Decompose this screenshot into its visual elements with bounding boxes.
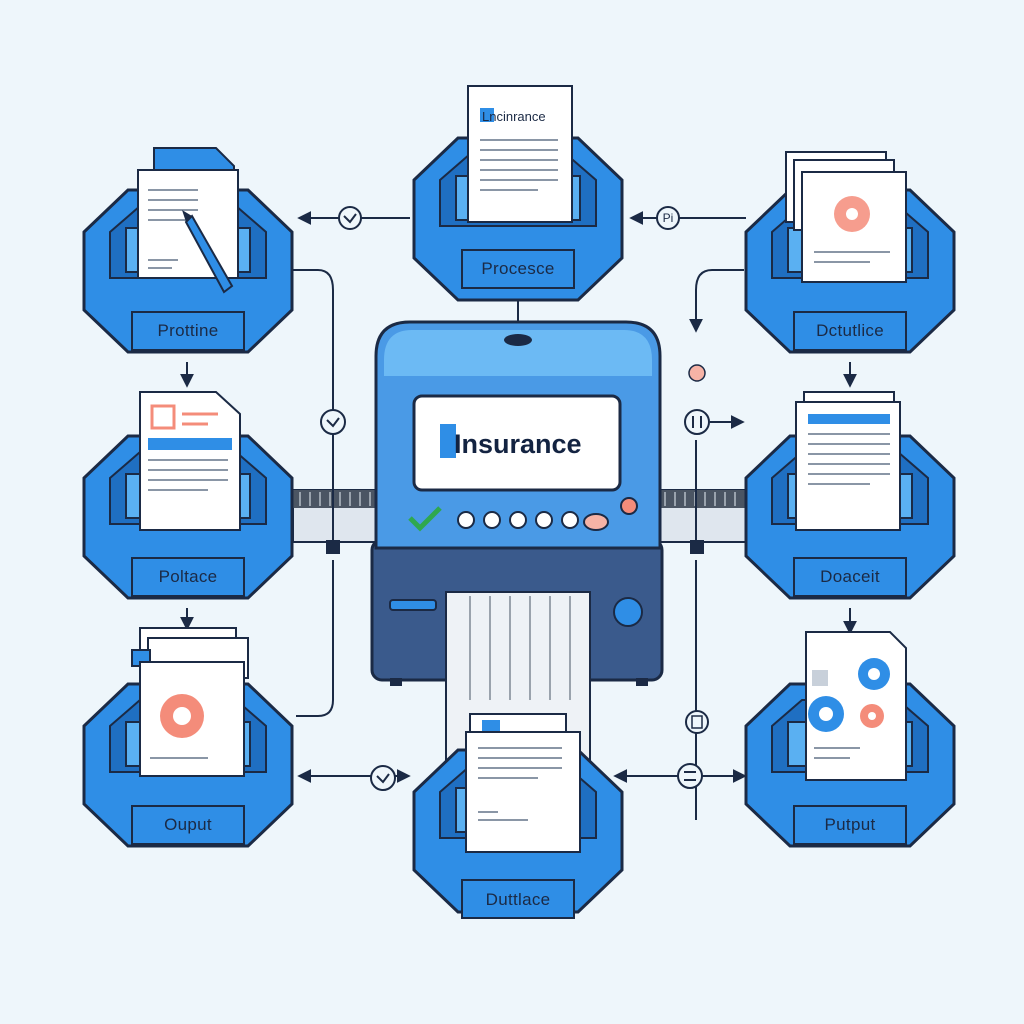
conveyor-belt <box>292 489 748 543</box>
check-badge-bottom-icon <box>370 765 396 791</box>
node-duttlace: Duttlace <box>412 713 624 919</box>
node-doaceit: Doaceit <box>744 391 956 600</box>
salmon-indicator-icon <box>583 513 609 531</box>
power-button-icon <box>613 597 643 627</box>
check-icon <box>408 506 442 532</box>
connector-right-loop <box>689 269 744 333</box>
check-badge-left-icon <box>320 409 346 435</box>
belt-clip-left-icon <box>326 540 340 554</box>
connector-left-loop <box>292 269 334 545</box>
node-putput: Putput <box>744 631 956 848</box>
gear-icon <box>160 694 204 738</box>
indicator-lights <box>457 511 579 529</box>
node-label: Duttlace <box>486 890 551 909</box>
gear-blue-icon <box>808 658 890 732</box>
node-label: Dctutlice <box>816 321 884 340</box>
pause-badge-icon <box>684 409 710 435</box>
pi-badge-label: Pi <box>663 211 674 225</box>
node-label: Poltace <box>159 567 218 586</box>
node-label: Doaceit <box>820 567 880 586</box>
node-label: Putput <box>825 815 876 834</box>
connector-badges: Pi <box>320 206 710 791</box>
node-poltace: Poltace <box>82 391 294 600</box>
doc-insurance: Lncinrance <box>467 85 573 223</box>
machine-screen <box>412 394 622 492</box>
salmon-dot-icon <box>688 364 706 382</box>
connector-left-loop-lower <box>296 560 334 717</box>
belt-clip-right-icon <box>690 540 704 554</box>
node-label: Ouput <box>164 815 212 834</box>
equals-badge-icon <box>677 763 703 789</box>
doc-title: Lncinrance <box>482 109 546 124</box>
node-dctutlice: Dctutlice <box>744 151 956 354</box>
node-label: Prottine <box>158 321 219 340</box>
node-ouput: Ouput <box>82 627 294 848</box>
clipboard-badge-icon <box>685 710 709 734</box>
salmon-button-icon <box>620 497 638 515</box>
pi-badge <box>656 206 680 230</box>
machine-screen-text: Insurance <box>454 429 582 459</box>
check-badge-icon <box>338 206 362 230</box>
flower-icon <box>834 196 870 232</box>
node-label: Procesce <box>481 259 554 278</box>
node-prottine: Prottine <box>82 147 294 354</box>
node-procesce: Lncinrance Procesce <box>412 85 624 302</box>
pen-icon <box>182 210 234 294</box>
